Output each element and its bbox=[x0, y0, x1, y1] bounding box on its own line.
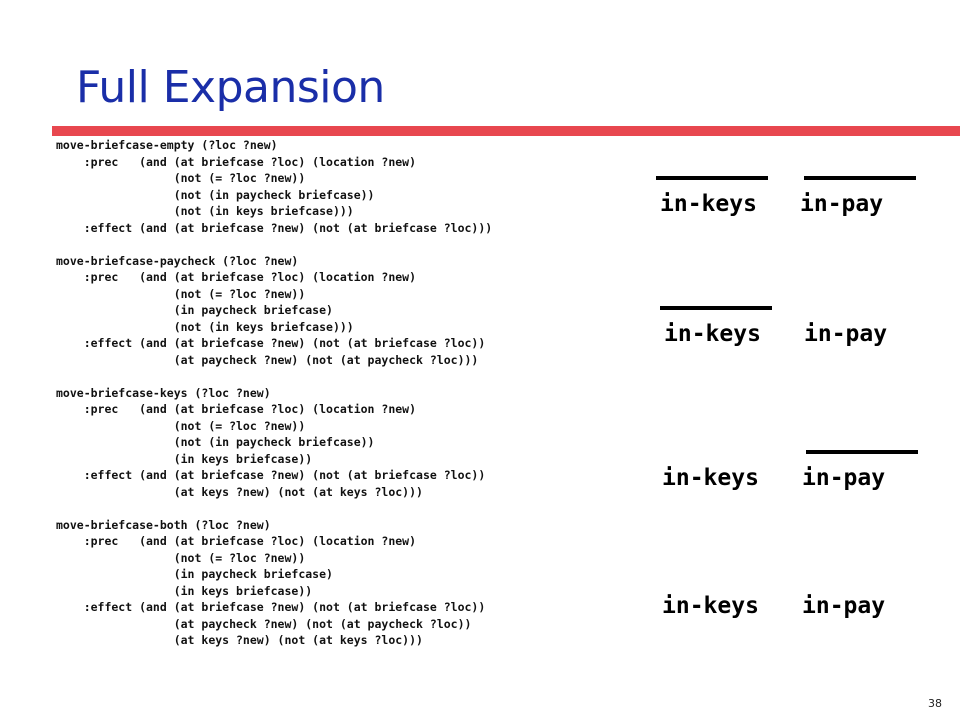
label-in-pay: in-pay bbox=[802, 593, 886, 619]
code-line: :prec (and (at briefcase ?loc) (location… bbox=[56, 534, 417, 548]
code-block-gap bbox=[56, 368, 616, 385]
label-in-pay: in-pay bbox=[802, 465, 886, 491]
label-in-pay: in-pay bbox=[804, 321, 888, 347]
code-line: (at paycheck ?new) (not (at paycheck ?lo… bbox=[56, 616, 472, 631]
page-number: 38 bbox=[928, 697, 942, 710]
action-header-line: move-briefcase-keys (?loc ?new) bbox=[56, 385, 271, 400]
label-row-keys: in-keys in-pay bbox=[652, 450, 942, 510]
negation-bar-keys bbox=[660, 306, 772, 310]
code-line: :prec (and (at briefcase ?loc) (location… bbox=[56, 154, 417, 169]
code-block-gap bbox=[56, 236, 616, 253]
action-header-line: move-briefcase-both (?loc ?new) bbox=[56, 517, 271, 532]
label-row-paycheck: in-keys in-pay bbox=[654, 306, 944, 366]
code-line: (not (= ?loc ?new)) bbox=[56, 171, 306, 185]
code-line: (in paycheck briefcase) bbox=[56, 567, 333, 581]
code-line: (not (= ?loc ?new)) bbox=[56, 550, 306, 565]
label-in-keys: in-keys bbox=[662, 465, 759, 491]
code-line: :effect (and (at briefcase ?new) (not (a… bbox=[56, 336, 486, 350]
negation-bar-pay bbox=[806, 450, 918, 454]
code-line: (not (in paycheck briefcase)) bbox=[56, 187, 375, 202]
action-header-line: move-briefcase-paycheck (?loc ?new) bbox=[56, 253, 299, 268]
action-header-line: move-briefcase-empty (?loc ?new) bbox=[56, 138, 278, 152]
code-listing: move-briefcase-empty (?loc ?new) :prec (… bbox=[56, 137, 616, 649]
code-line: (at keys ?new) (not (at keys ?loc))) bbox=[56, 484, 423, 499]
label-row-empty: in-keys in-pay bbox=[650, 176, 940, 236]
code-line: (in paycheck briefcase) bbox=[56, 303, 333, 317]
label-in-pay: in-pay bbox=[800, 191, 884, 217]
code-line: :effect (and (at briefcase ?new) (not (a… bbox=[56, 600, 486, 614]
code-line: (in keys briefcase)) bbox=[56, 583, 313, 598]
code-line: (not (in paycheck briefcase)) bbox=[56, 435, 375, 449]
code-line: (not (= ?loc ?new)) bbox=[56, 418, 306, 433]
negation-bar-pay bbox=[804, 176, 916, 180]
code-line: (at paycheck ?new) (not (at paycheck ?lo… bbox=[56, 352, 479, 367]
label-in-keys: in-keys bbox=[664, 321, 761, 347]
code-line: :effect (and (at briefcase ?new) (not (a… bbox=[56, 220, 493, 235]
title-underline bbox=[52, 126, 960, 136]
label-in-keys: in-keys bbox=[662, 593, 759, 619]
slide-title: Full Expansion bbox=[76, 62, 385, 113]
label-row-both: in-keys in-pay bbox=[652, 578, 942, 638]
code-line: (in keys briefcase)) bbox=[56, 451, 313, 466]
code-line: (not (= ?loc ?new)) bbox=[56, 286, 306, 301]
code-line: :prec (and (at briefcase ?loc) (location… bbox=[56, 270, 417, 284]
code-line: :prec (and (at briefcase ?loc) (location… bbox=[56, 402, 417, 416]
code-line: (at keys ?new) (not (at keys ?loc))) bbox=[56, 633, 423, 647]
code-line: (not (in keys briefcase))) bbox=[56, 319, 354, 334]
code-line: (not (in keys briefcase))) bbox=[56, 204, 354, 218]
code-line: :effect (and (at briefcase ?new) (not (a… bbox=[56, 468, 486, 482]
code-block-gap bbox=[56, 500, 616, 517]
negation-bar-keys bbox=[656, 176, 768, 180]
label-in-keys: in-keys bbox=[660, 191, 757, 217]
